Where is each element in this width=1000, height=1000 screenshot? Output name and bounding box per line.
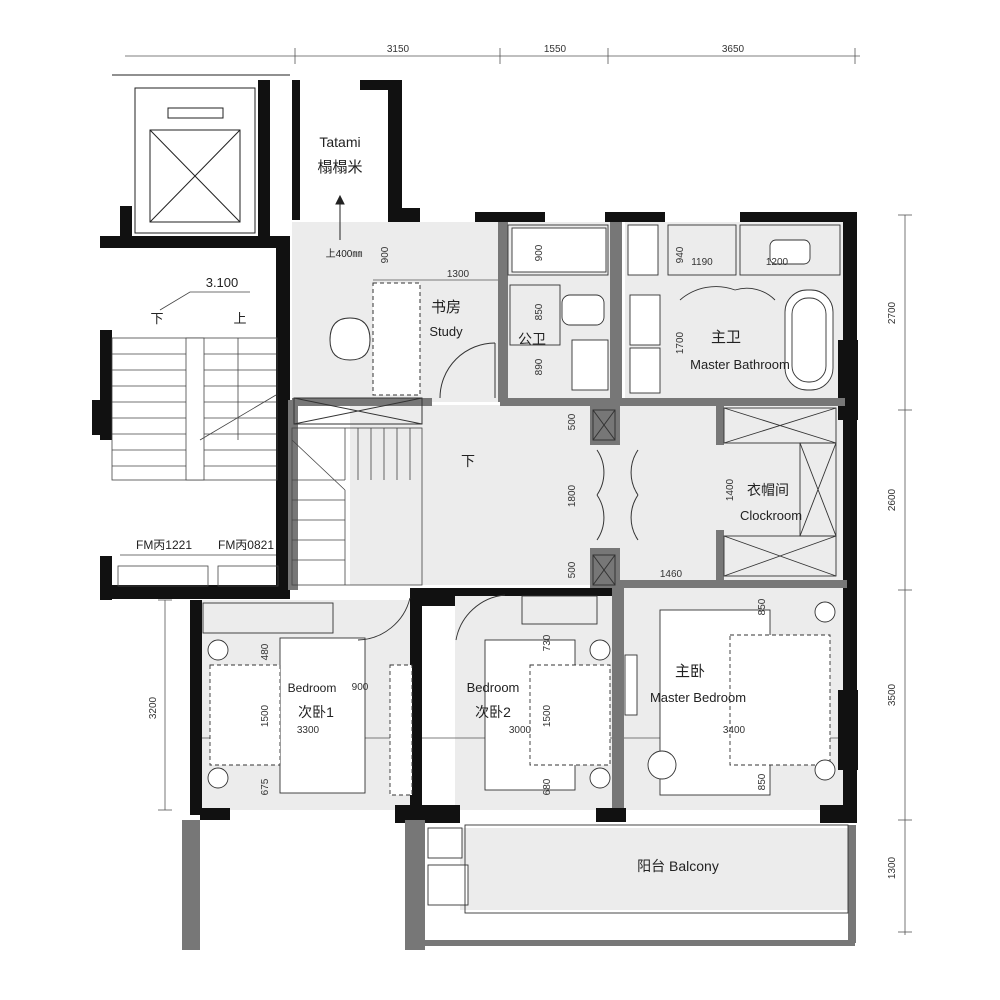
dim-bath-e: 1190 <box>691 257 713 268</box>
clockroom-label-zh: 衣帽间 <box>747 482 789 498</box>
dim-bath-c: 890 <box>534 358 545 375</box>
stair-level: 3.100 <box>206 275 239 290</box>
dim-left-1: 3200 <box>148 696 159 719</box>
dim-mb-a: 850 <box>757 598 768 615</box>
tatami-label-zh: 榻榻米 <box>317 159 362 176</box>
clockroom-label-en: Clockroom <box>740 508 802 523</box>
dim-bath-d: 940 <box>675 246 686 263</box>
dim-top-1: 3150 <box>387 44 410 55</box>
dim-top-3: 3650 <box>722 44 745 55</box>
fire-door-2: FM丙0821 <box>218 538 274 552</box>
dim-bed1-w: 3300 <box>297 725 320 736</box>
bedroom2-label-zh: 次卧2 <box>475 704 511 720</box>
dim-mb-b: 850 <box>757 773 768 790</box>
dim-right-2: 2600 <box>887 488 898 511</box>
stair-down-label: 下 <box>150 311 163 326</box>
bedroom-furniture <box>202 594 836 796</box>
dim-right-3: 3500 <box>887 683 898 706</box>
tatami-label-en: Tatami <box>319 134 360 150</box>
dim-clock-h: 1400 <box>725 478 736 501</box>
study-furniture <box>293 282 496 425</box>
study-label-en: Study <box>429 324 463 339</box>
dim-master-bath-h: 1700 <box>675 331 686 354</box>
dim-bath-f: 1200 <box>766 257 789 268</box>
dim-mb-w: 3400 <box>723 725 746 736</box>
master-bedroom-label-en: Master Bedroom <box>650 690 746 705</box>
balcony-fixtures <box>427 824 849 914</box>
public-bath-label: 公卫 <box>518 331 546 347</box>
dim-study-width: 1300 <box>447 269 470 280</box>
dim-bed1-d: 675 <box>260 778 271 795</box>
master-bath-label-zh: 主卫 <box>711 329 741 346</box>
dim-hall-a: 500 <box>567 413 578 430</box>
dim-hall-c: 500 <box>567 561 578 578</box>
dim-study-depth: 900 <box>380 246 391 263</box>
hall-doors <box>592 409 639 586</box>
dim-top-2: 1550 <box>544 44 567 55</box>
stair-core <box>112 74 290 234</box>
walls <box>92 80 858 823</box>
master-bedroom-label-zh: 主卧 <box>675 663 705 680</box>
dim-right-4: 1300 <box>887 856 898 879</box>
dim-bed2-a: 730 <box>542 634 553 651</box>
up-arrow-icon <box>335 194 345 240</box>
bedroom1-label-zh: 次卧1 <box>298 704 334 720</box>
dim-clock-w: 1460 <box>660 569 683 580</box>
main-stair <box>111 291 279 587</box>
dim-right-1: 2700 <box>887 301 898 324</box>
dim-bed2-d: 680 <box>542 778 553 795</box>
dim-bed1-b: 900 <box>352 682 369 693</box>
dim-hall-b: 1800 <box>567 484 578 507</box>
dim-bath-a: 900 <box>534 244 545 261</box>
tatami-note: 上400㎜ <box>326 248 363 260</box>
internal-stair <box>291 427 423 586</box>
balcony-label: 阳台 Balcony <box>637 858 719 874</box>
study-label-zh: 书房 <box>431 299 461 316</box>
master-bath-label-en: Master Bathroom <box>690 357 790 372</box>
bedroom2-label-en: Bedroom <box>467 680 520 695</box>
dim-bed1-a: 480 <box>260 643 271 660</box>
bath-fixtures <box>507 224 841 394</box>
dim-bed1-c: 1500 <box>260 704 271 727</box>
dim-bed2-w: 3000 <box>509 725 532 736</box>
clockroom-fixtures <box>723 407 837 577</box>
dim-bed2-b: 1500 <box>542 704 553 727</box>
stair-up-label: 上 <box>233 311 246 326</box>
bedroom1-label-en: Bedroom <box>288 681 337 695</box>
fire-door-1: FM丙1221 <box>136 538 192 552</box>
dim-bath-b: 850 <box>534 303 545 320</box>
hall-down-label: 下 <box>461 453 475 469</box>
